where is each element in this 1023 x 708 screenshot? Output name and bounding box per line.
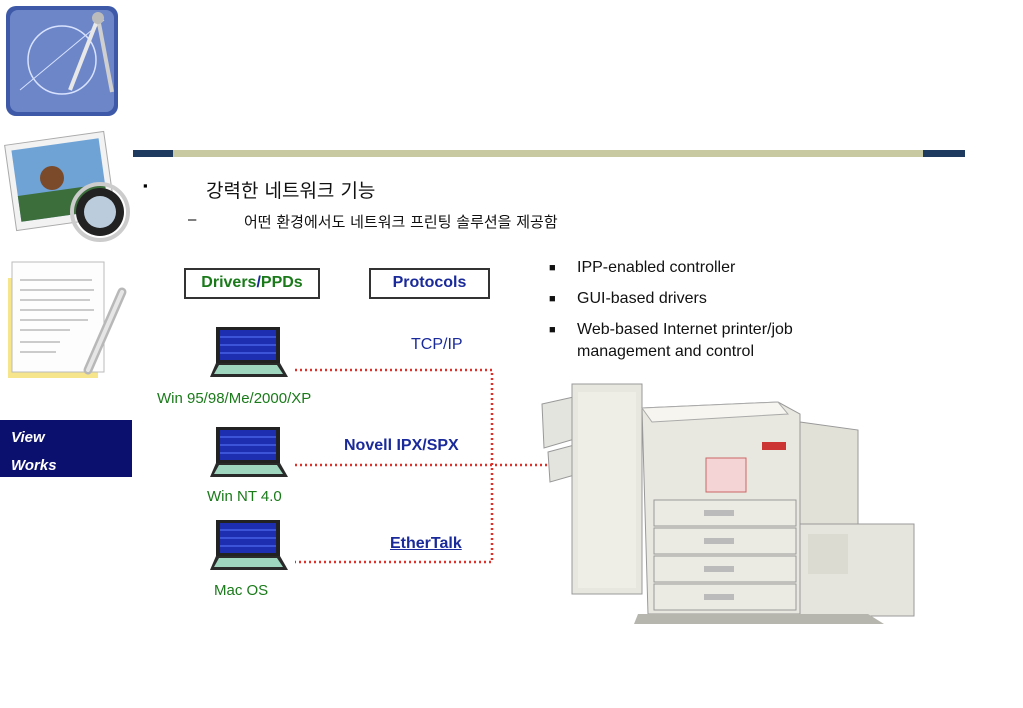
list-item: ■IPP-enabled controller — [549, 259, 736, 276]
laptop-icon — [210, 325, 290, 380]
drivers-ppds-box: Drivers/PPDs — [184, 268, 320, 299]
view-label: View — [11, 429, 45, 446]
client-os-label: Mac OS — [214, 582, 269, 599]
compass-icon — [0, 0, 132, 122]
protocol-ipx-spx: Novell IPX/SPX — [344, 437, 459, 454]
protocol-ethertalk[interactable]: EtherTalk — [390, 535, 462, 552]
document-icon — [0, 258, 132, 383]
subheading-dash: – — [188, 211, 197, 228]
client-os-label: Win 95/98/Me/2000/XP — [157, 390, 312, 407]
page-subtitle: 어떤 환경에서도 네트워크 프린팅 솔루션을 제공함 — [244, 213, 558, 231]
view-works-panel[interactable]: View Works — [0, 420, 132, 477]
laptop-icon — [210, 518, 290, 573]
ppds-label: PPDs — [260, 274, 303, 291]
list-item: ■GUI-based drivers — [549, 290, 707, 307]
header-rule — [133, 150, 965, 157]
protocols-box: Protocols — [369, 268, 490, 299]
list-item: ■Web-based Internet printer/job manageme… — [549, 321, 793, 360]
printer-icon — [538, 378, 918, 628]
drivers-label: Drivers — [201, 274, 257, 291]
heading-bullet: ▪ — [143, 178, 148, 193]
photo-icon — [0, 130, 132, 250]
client-os-label: Win NT 4.0 — [207, 488, 282, 505]
laptop-icon — [210, 425, 290, 480]
protocol-tcpip: TCP/IP — [411, 336, 463, 353]
drivers-separator: / — [256, 274, 261, 291]
page-title: 강력한 네트워크 기능 — [206, 180, 376, 202]
works-label: Works — [11, 457, 57, 474]
feature-list: ■IPP-enabled controller ■GUI-based drive… — [549, 257, 849, 372]
